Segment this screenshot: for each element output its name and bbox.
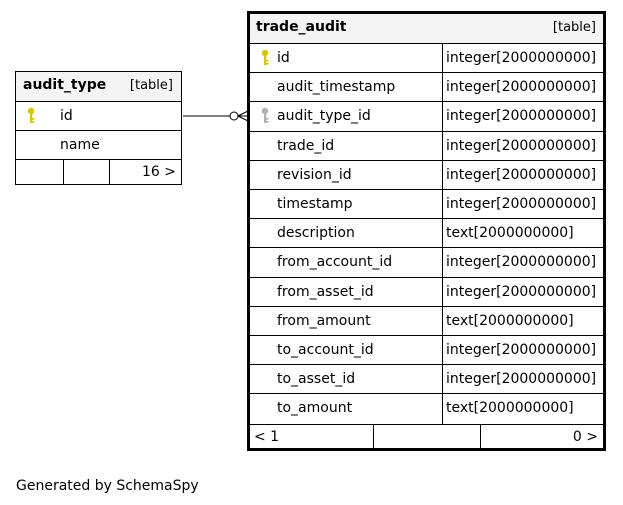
column-divider: [442, 73, 443, 103]
column-type: text[2000000000]: [446, 225, 574, 242]
generated-by-footer: Generated by SchemaSpy: [16, 478, 199, 494]
column-divider: [442, 394, 443, 424]
column-row-trade-id[interactable]: trade_id integer[2000000000]: [250, 130, 603, 161]
children-count-link[interactable]: 0 >: [572, 429, 598, 445]
column-name: to_asset_id: [277, 371, 356, 388]
table-name: trade_audit: [256, 19, 347, 35]
column-row-name[interactable]: name: [16, 130, 181, 159]
column-type: integer[2000000000]: [446, 79, 597, 96]
footer-divider: [63, 160, 64, 185]
primary-key-icon: [27, 107, 35, 123]
column-row-audit-type-id[interactable]: audit_type_id integer[2000000000]: [250, 101, 603, 132]
table-tag: [table]: [552, 20, 596, 35]
column-divider: [442, 306, 443, 336]
column-type: integer[2000000000]: [446, 371, 597, 388]
table-name: audit_type: [23, 77, 107, 93]
column-row-audit-timestamp[interactable]: audit_timestamp integer[2000000000]: [250, 72, 603, 103]
foreign-key-icon: [261, 108, 269, 124]
column-name: from_asset_id: [277, 283, 374, 300]
column-name: id: [277, 50, 290, 66]
column-divider: [442, 131, 443, 161]
primary-key-icon: [261, 49, 269, 65]
column-type: integer[2000000000]: [446, 196, 597, 212]
column-row-timestamp[interactable]: timestamp integer[2000000000]: [250, 189, 603, 220]
column-row-revision-id[interactable]: revision_id integer[2000000000]: [250, 159, 603, 190]
trade-audit-header: trade_audit [table]: [250, 14, 603, 43]
zero-optionality-circle: [229, 111, 239, 121]
column-name: trade_id: [277, 137, 335, 154]
column-divider: [442, 336, 443, 366]
column-name: timestamp: [277, 196, 353, 212]
parents-count-link[interactable]: < 1: [254, 429, 280, 445]
column-divider: [442, 219, 443, 249]
column-divider: [442, 365, 443, 395]
trade-audit-table[interactable]: trade_audit [table] id integer[2000000000…: [247, 11, 606, 451]
column-row-to-amount[interactable]: to_amount text[2000000000]: [250, 393, 603, 424]
column-row-id[interactable]: id: [16, 101, 181, 130]
column-row-id[interactable]: id integer[2000000000]: [250, 43, 603, 74]
column-name: from_account_id: [277, 254, 393, 271]
column-type: integer[2000000000]: [446, 50, 597, 66]
crowfoot-lower: [237, 115, 249, 122]
footer-divider: [373, 425, 374, 449]
column-divider: [442, 160, 443, 190]
column-divider: [442, 44, 443, 74]
column-type: integer[2000000000]: [446, 108, 597, 125]
column-name: audit_timestamp: [277, 79, 396, 96]
column-row-to-asset-id[interactable]: to_asset_id integer[2000000000]: [250, 364, 603, 395]
column-name: description: [277, 225, 355, 242]
column-type: integer[2000000000]: [446, 283, 597, 300]
table-tag: [table]: [129, 78, 173, 93]
footer-divider: [109, 160, 110, 185]
trade-audit-footer: < 1 0 >: [250, 424, 603, 449]
column-type: text[2000000000]: [446, 312, 574, 329]
column-type: integer[2000000000]: [446, 166, 597, 183]
column-name: id: [60, 108, 73, 124]
column-row-to-account-id[interactable]: to_account_id integer[2000000000]: [250, 335, 603, 366]
column-name: revision_id: [277, 166, 352, 183]
audit-type-table[interactable]: audit_type [table] id name 16 >: [15, 71, 182, 185]
column-row-from-asset-id[interactable]: from_asset_id integer[2000000000]: [250, 276, 603, 307]
column-name: from_amount: [277, 312, 371, 329]
column-divider: [442, 102, 443, 132]
crowfoot-upper: [237, 110, 249, 117]
column-type: integer[2000000000]: [446, 254, 597, 271]
column-row-from-amount[interactable]: from_amount text[2000000000]: [250, 305, 603, 336]
children-count-link[interactable]: 16 >: [142, 164, 176, 180]
column-divider: [442, 248, 443, 278]
column-divider: [442, 277, 443, 307]
column-name: to_account_id: [277, 342, 374, 358]
column-type: integer[2000000000]: [446, 137, 597, 154]
column-type: text[2000000000]: [446, 400, 574, 417]
footer-divider: [480, 425, 481, 449]
column-name: audit_type_id: [277, 108, 371, 125]
column-divider: [442, 190, 443, 220]
audit-type-header: audit_type [table]: [16, 72, 181, 101]
audit-type-footer: 16 >: [16, 159, 181, 185]
column-row-from-account-id[interactable]: from_account_id integer[2000000000]: [250, 247, 603, 278]
column-type: integer[2000000000]: [446, 342, 597, 358]
column-row-description[interactable]: description text[2000000000]: [250, 218, 603, 249]
column-name: to_amount: [277, 400, 353, 417]
column-name: name: [60, 137, 100, 153]
